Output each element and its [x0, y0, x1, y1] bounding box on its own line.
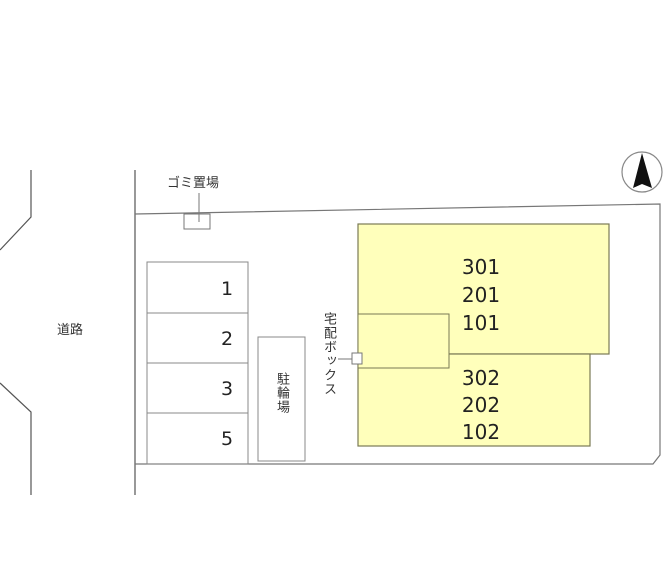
garbage-area	[183, 213, 211, 230]
north-arrow-icon	[621, 151, 663, 193]
unit-number: 102	[461, 420, 501, 444]
road-edge-upper	[0, 170, 32, 251]
building-south	[357, 353, 591, 447]
road-label: 道路	[57, 323, 84, 338]
delivery-box-label: 宅配ボックス	[321, 312, 336, 396]
parking-space-number: 1	[220, 278, 234, 300]
road-edge-lower	[0, 382, 32, 495]
building-entrance	[357, 313, 450, 369]
lot-boundary	[134, 203, 661, 465]
unit-number: 201	[461, 283, 501, 307]
bicycle-parking-label: 駐輪場	[274, 372, 289, 414]
parking-space-number: 3	[220, 378, 234, 400]
unit-number: 101	[461, 311, 501, 335]
unit-number: 202	[461, 393, 501, 417]
bicycle-parking-area	[257, 336, 306, 462]
parking-space-number: 5	[220, 428, 234, 450]
parking-space-number: 2	[220, 328, 234, 350]
delivery-box	[351, 352, 363, 365]
garbage-area-label: ゴミ置場	[167, 176, 220, 191]
unit-number: 301	[461, 255, 501, 279]
unit-number: 302	[461, 366, 501, 390]
